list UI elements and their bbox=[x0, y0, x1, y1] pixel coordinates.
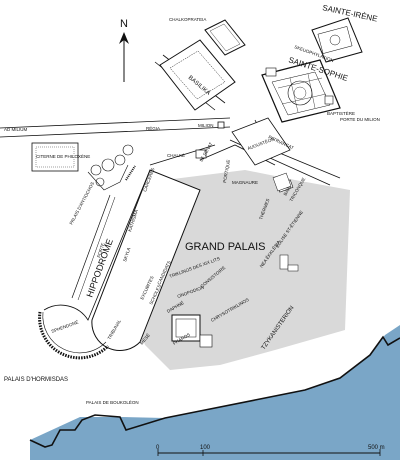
label-portique: PORTIQUE bbox=[222, 159, 231, 183]
milion-area: MILION RÉGIA AD MILIUM PORTE DU MILION bbox=[4, 117, 380, 132]
label-sphendone: SPHENDONÉ bbox=[50, 319, 79, 334]
label-palais-antiochos: PALAIS D'ANTIOCHOS bbox=[68, 181, 95, 225]
sea-area bbox=[30, 325, 400, 460]
label-porte: PORTE bbox=[96, 242, 106, 258]
label-regia: RÉGIA bbox=[146, 125, 160, 131]
label-magnaure: MAGNAURE bbox=[232, 180, 258, 185]
label-chalke: CHALKÉ bbox=[167, 152, 185, 158]
scale-tick-0: 0 bbox=[156, 445, 160, 451]
scale-tick-100: 100 bbox=[200, 445, 211, 451]
label-palais-boukoleon: PALAIS DE BOUKOLÉON bbox=[86, 399, 139, 405]
label-ad-milion: AD MILIUM bbox=[4, 127, 28, 132]
palais-boukoleon: PALAIS DE BOUKOLÉON bbox=[86, 399, 139, 405]
scale-bar: 0 100 500 m bbox=[156, 445, 385, 456]
north-arrow: N bbox=[119, 18, 129, 82]
label-sainte-irene: SAINTE-IRÈNE bbox=[322, 3, 379, 23]
label-north: N bbox=[120, 18, 128, 30]
scale-tick-500: 500 m bbox=[368, 445, 385, 451]
label-citerne: CITERNE DE PHILOXÈNE bbox=[36, 153, 90, 159]
label-kathisma: KATHISMA bbox=[127, 209, 139, 232]
label-grand-palais: GRAND PALAIS bbox=[185, 241, 266, 253]
label-baptistere: BAPTISTÈRE bbox=[327, 110, 355, 116]
label-porte-milion: PORTE DU MILION bbox=[340, 117, 380, 122]
label-milion: MILION bbox=[198, 123, 214, 128]
basilika-building: BASILIKA bbox=[159, 39, 236, 111]
augusteion-square: AUGUSTÉON PATRIARCAT bbox=[231, 117, 295, 166]
label-chalkoprateia: CHALKOPRATEIA bbox=[169, 17, 206, 22]
coastline bbox=[29, 335, 400, 448]
label-palais-hormisdas: PALAIS D'HORMISDAS bbox=[4, 377, 68, 383]
chalkoprateia-building: CHALKOPRATEIA bbox=[169, 17, 246, 56]
label-skyla: SKYLA bbox=[122, 247, 131, 262]
label-bain: BAIN bbox=[283, 185, 293, 197]
citerne-building: CITERNE DE PHILOXÈNE bbox=[31, 142, 90, 172]
